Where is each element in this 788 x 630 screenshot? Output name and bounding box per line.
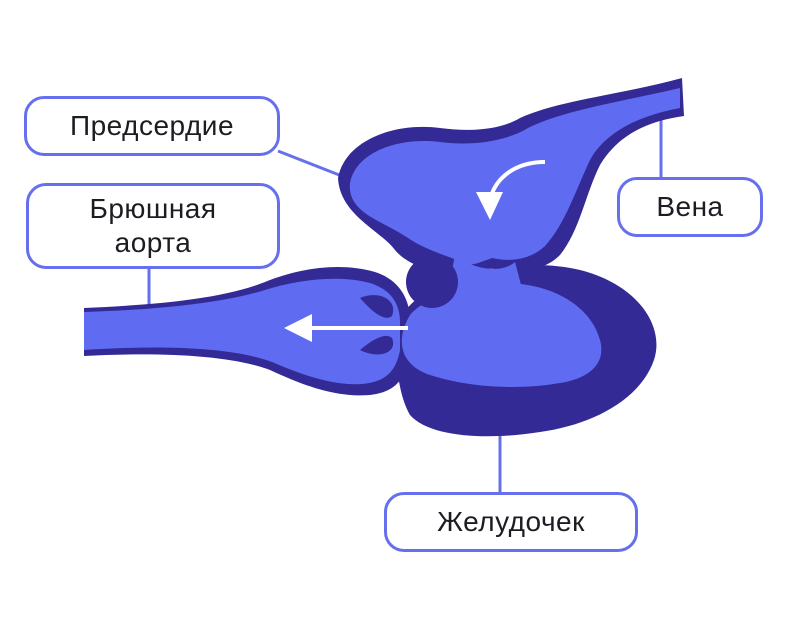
valve-bulb (406, 256, 458, 308)
blood-flow-arrowhead-aorta (284, 314, 312, 342)
label-aorta-line1: Брюшная (89, 193, 217, 224)
label-aorta: Брюшная аорта (26, 183, 280, 269)
valve-flap-upper (360, 295, 394, 318)
label-atrium: Предсердие (24, 96, 280, 156)
aorta-chamber (84, 278, 400, 385)
valve-flap-lower (360, 335, 394, 355)
atrioventricular-channel (445, 255, 525, 305)
label-aorta-line2: аорта (114, 227, 192, 258)
label-atrium-text: Предсердие (69, 110, 235, 141)
ventricle-chamber (401, 283, 602, 387)
atrium-chamber (349, 88, 680, 265)
blood-flow-arrowhead-atrium (476, 192, 503, 220)
label-vein: Вена (617, 177, 763, 237)
label-vein-text: Вена (656, 191, 724, 222)
label-ventricle-text: Желудочек (437, 506, 585, 537)
label-ventricle: Желудочек (384, 492, 638, 552)
